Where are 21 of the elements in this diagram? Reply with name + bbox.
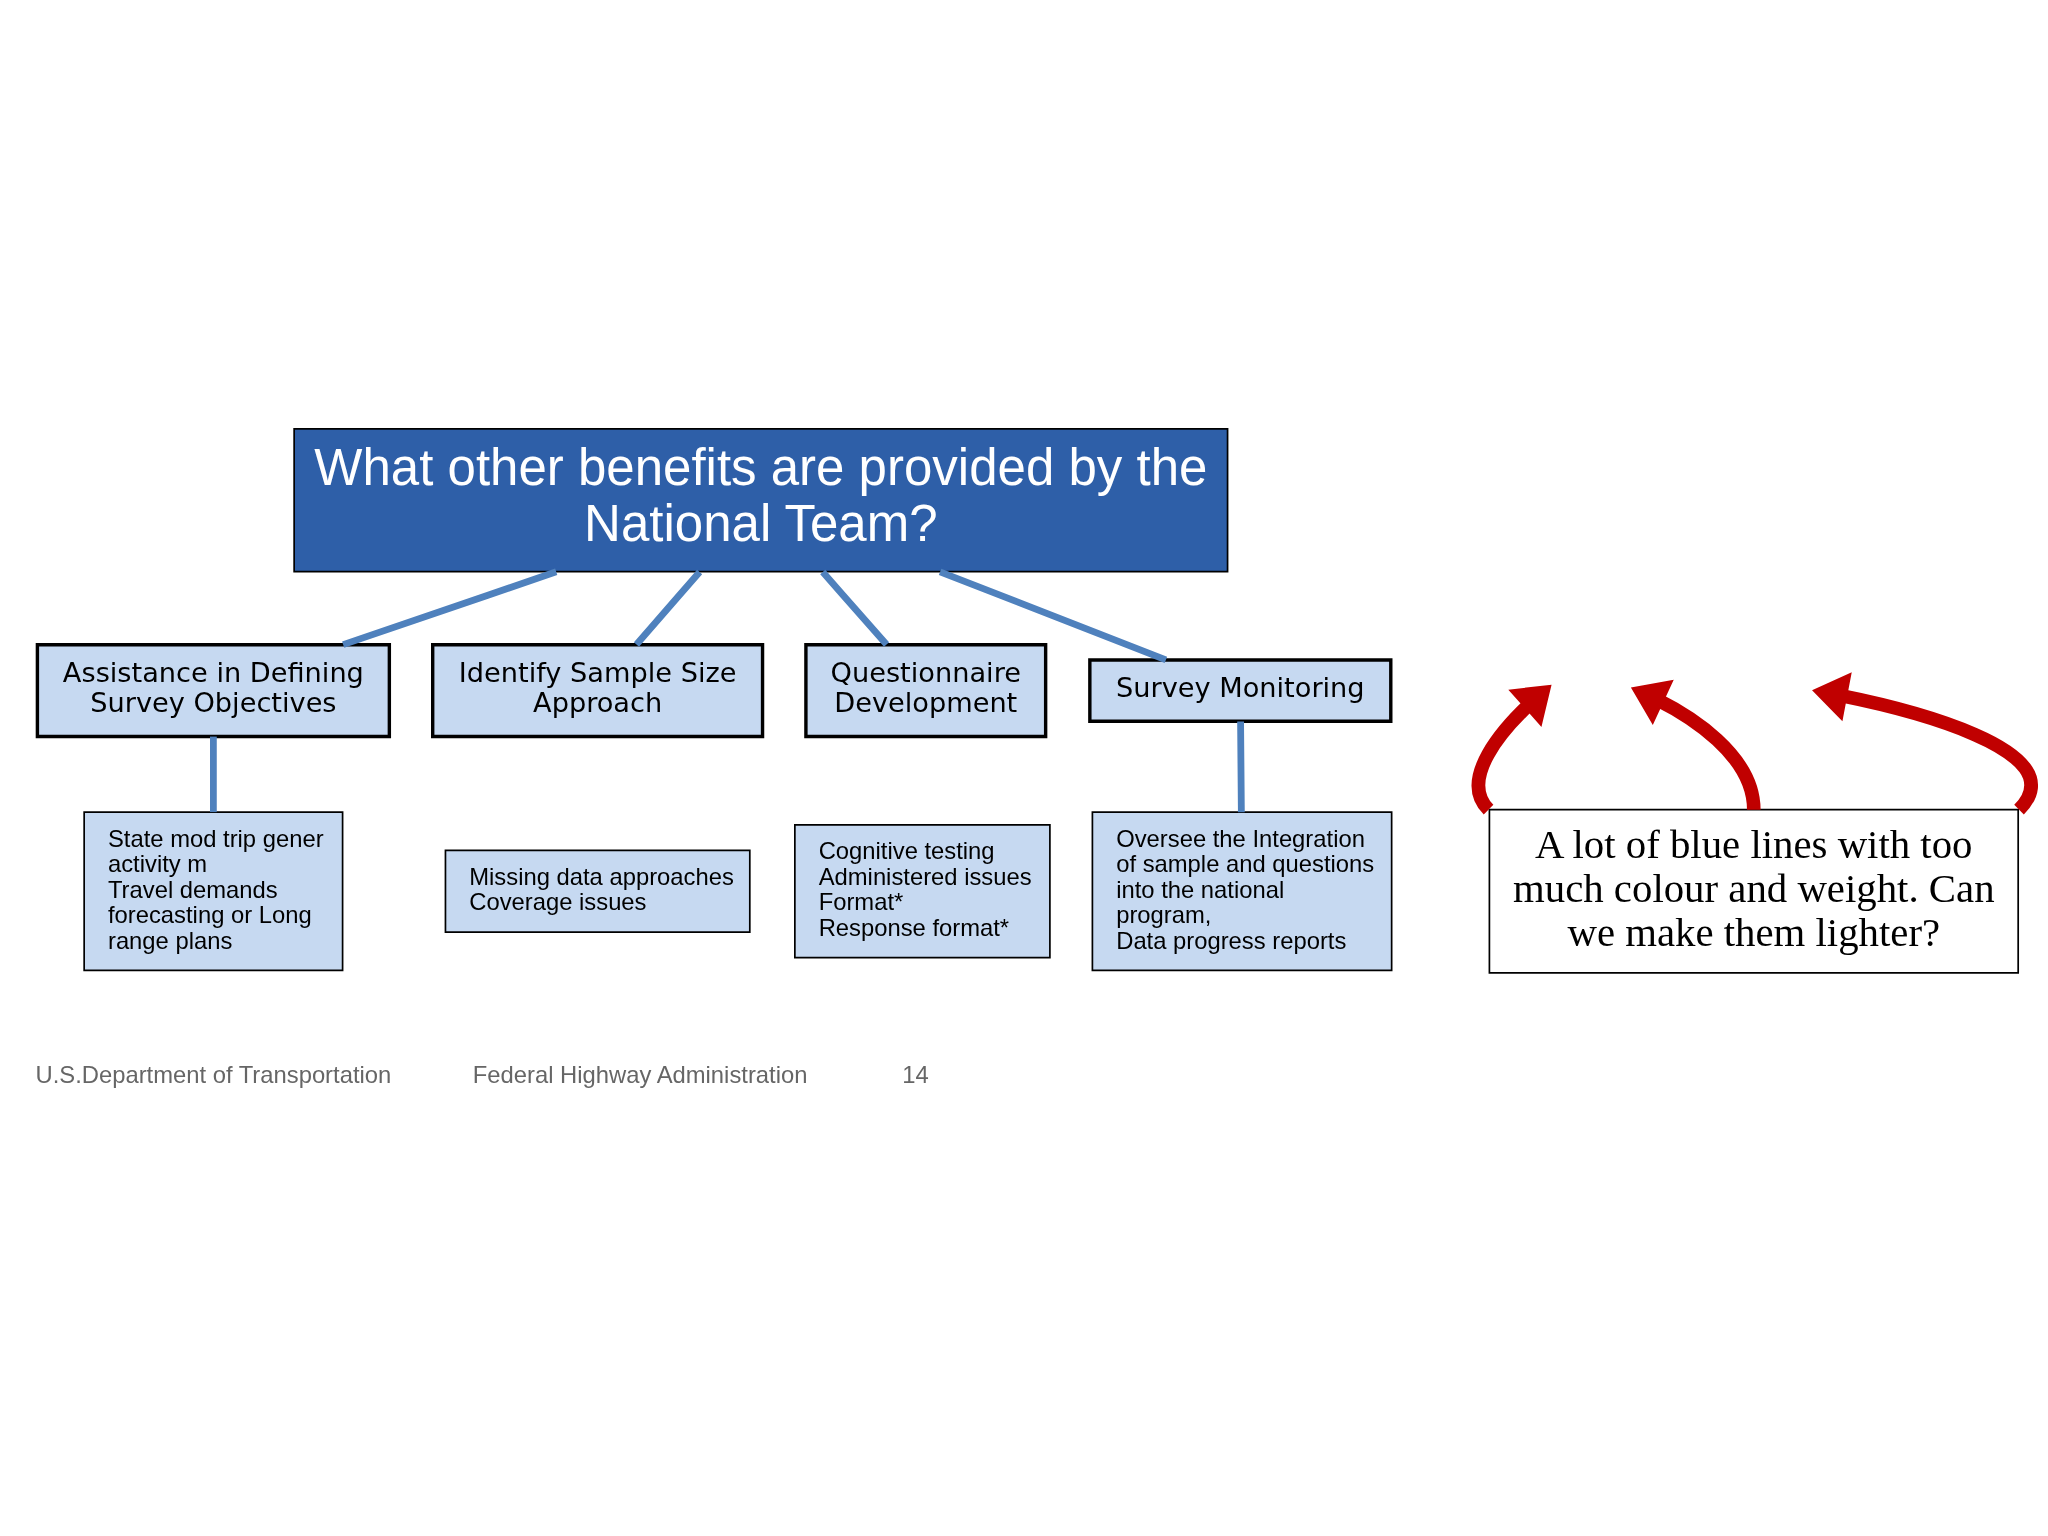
node-box: Missing data approaches Coverage issues — [444, 849, 751, 933]
node-box: Questionnaire Development — [804, 643, 1048, 739]
connector — [633, 569, 703, 647]
node-box: Cognitive testing Administered issues Format* Response format* — [794, 824, 1051, 959]
node-box: What other benefits are provided by the National Team? — [293, 427, 1229, 573]
label: U.S.Department of Transportation — [35, 1060, 392, 1088]
node-box: Assistance in Defining Survey Objectives — [35, 643, 392, 739]
arrow — [1630, 679, 1761, 811]
connector — [938, 568, 1168, 664]
node-box: A lot of blue lines with too much colour and weight. Can we make them lighter? — [1488, 808, 2020, 974]
node-box: Oversee the Integration of sample and questions into the national program, Data progress reports — [1091, 811, 1393, 972]
arrow — [1812, 672, 2038, 814]
node-box: Survey Monitoring — [1088, 658, 1393, 723]
node-box: State mod trip gener activity m Travel demands forecasting or Long range plans — [83, 811, 344, 972]
connector — [1237, 721, 1245, 813]
connector — [342, 568, 558, 648]
node-box: Identify Sample Size Approach — [431, 643, 765, 739]
connector — [820, 569, 890, 647]
label: 14 — [902, 1060, 929, 1088]
label: Federal Highway Administration — [472, 1060, 808, 1088]
connector — [209, 736, 217, 813]
